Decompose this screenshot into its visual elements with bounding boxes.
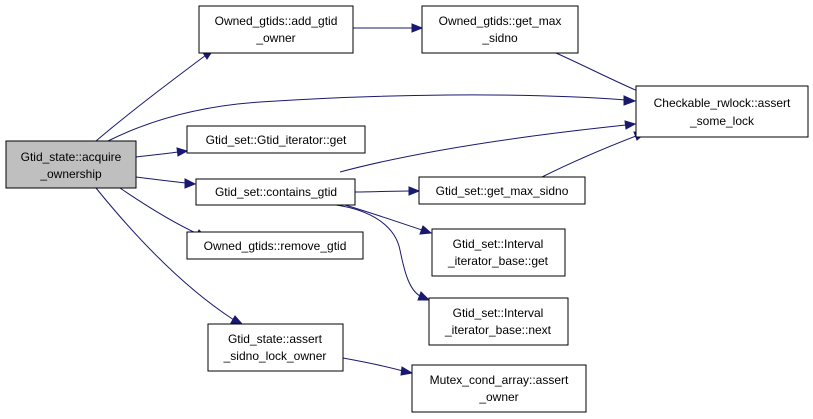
edge-acquire-to-contains-gtid: [135, 176, 197, 189]
edge-set-get-max-sidno-to-assert-some-lock: [539, 131, 647, 179]
node-remove-gtid[interactable]: Owned_gtids::remove_gtid: [186, 231, 364, 260]
edge-add-gtid-owner-to-owned-get-max-sidno: [353, 23, 424, 33]
svg-text:_owner: _owner: [255, 31, 295, 45]
edge-assert-sidno-lock-owner-to-mutex-assert-owner: [342, 357, 414, 376]
svg-text:Gtid_set::Interval: Gtid_set::Interval: [453, 306, 544, 320]
node-acquire-ownership[interactable]: Gtid_state::acquire _ownership: [5, 140, 137, 189]
node-set-get-max-sidno[interactable]: Gtid_set::get_max_sidno: [418, 176, 586, 205]
node-interval-iterator-next[interactable]: Gtid_set::Interval _iterator_base::next: [428, 297, 569, 346]
svg-text:_iterator_base::get: _iterator_base::get: [447, 254, 549, 268]
edge-contains-gtid-to-interval-iterator-next: [335, 204, 431, 301]
node-add-gtid-owner[interactable]: Owned_gtids::add_gtid _owner: [198, 5, 354, 54]
node-owned-get-max-sidno[interactable]: Owned_gtids::get_max _sidno: [421, 5, 579, 54]
node-mutex-assert-owner[interactable]: Mutex_cond_array::assert _owner: [411, 364, 587, 413]
node-contains-gtid[interactable]: Gtid_set::contains_gtid: [195, 178, 356, 206]
svg-text:Gtid_set::Interval: Gtid_set::Interval: [453, 237, 544, 251]
svg-text:Owned_gtids::remove_gtid: Owned_gtids::remove_gtid: [204, 239, 347, 253]
svg-text:Gtid_set::Gtid_iterator::get: Gtid_set::Gtid_iterator::get: [206, 133, 347, 147]
node-assert-sidno-lock-owner[interactable]: Gtid_state::assert _sidno_lock_owner: [207, 323, 344, 372]
svg-text:Gtid_state::assert: Gtid_state::assert: [228, 332, 323, 346]
svg-text:Gtid_set::contains_gtid: Gtid_set::contains_gtid: [215, 185, 337, 199]
node-assert-some-lock[interactable]: Checkable_rwlock::assert _some_lock: [635, 85, 809, 138]
edge-contains-gtid-to-set-get-max-sidno: [354, 186, 421, 196]
edge-owned-get-max-sidno-to-assert-some-lock: [555, 52, 651, 97]
edge-acquire-to-gtid-iterator-get: [135, 147, 189, 158]
svg-text:Gtid_state::acquire: Gtid_state::acquire: [21, 150, 122, 164]
node-interval-iterator-get[interactable]: Gtid_set::Interval _iterator_base::get: [431, 228, 566, 277]
svg-text:_owner: _owner: [478, 390, 518, 404]
svg-text:_iterator_base::next: _iterator_base::next: [444, 323, 552, 337]
svg-text:Gtid_set::get_max_sidno: Gtid_set::get_max_sidno: [436, 184, 569, 198]
edge-contains-gtid-to-assert-some-lock: [339, 120, 637, 173]
svg-text:_sidno: _sidno: [481, 31, 518, 45]
node-gtid-iterator-get[interactable]: Gtid_set::Gtid_iterator::get: [186, 125, 366, 154]
svg-text:_some_lock: _some_lock: [689, 114, 755, 128]
svg-text:_ownership: _ownership: [39, 167, 102, 181]
svg-text:Checkable_rwlock::assert: Checkable_rwlock::assert: [654, 96, 791, 110]
svg-text:Mutex_cond_array::assert: Mutex_cond_array::assert: [430, 373, 569, 387]
svg-text:Owned_gtids::get_max: Owned_gtids::get_max: [439, 14, 562, 28]
edge-acquire-to-assert-some-lock: [107, 94, 637, 142]
svg-text:Owned_gtids::add_gtid: Owned_gtids::add_gtid: [215, 14, 338, 28]
edge-contains-gtid-to-interval-iterator-get: [344, 204, 433, 235]
svg-text:_sidno_lock_owner: _sidno_lock_owner: [223, 349, 327, 363]
